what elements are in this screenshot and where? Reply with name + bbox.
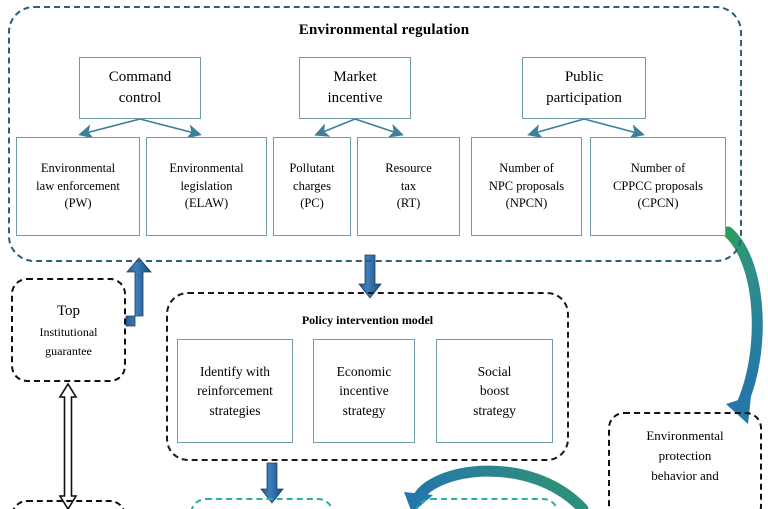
node-elaw-line2: legislation bbox=[180, 178, 233, 193]
top-institutional-guarantee-text: Top Institutional guarantee bbox=[11, 278, 126, 382]
node-identify-line3: strategies bbox=[209, 402, 261, 418]
arrow-guarantee-bidirectional bbox=[58, 382, 78, 509]
node-public-participation-line2: participation bbox=[546, 90, 622, 106]
node-pw-abbrev: (PW) bbox=[64, 196, 92, 211]
env-behavior-line2: protection bbox=[658, 448, 712, 464]
node-elaw-abbrev: (ELAW) bbox=[184, 196, 229, 211]
policy-intervention-model-title: Policy intervention model bbox=[301, 313, 434, 327]
node-social-line2: boost bbox=[479, 383, 510, 399]
node-elaw-line1: Environmental bbox=[169, 160, 244, 175]
node-command-control-line2: control bbox=[118, 90, 162, 106]
environmental-regulation-title: Environmental regulation bbox=[298, 22, 470, 38]
node-npcn-abbrev: (NPCN) bbox=[505, 196, 548, 211]
node-pc-line1: Pollutant bbox=[289, 160, 335, 175]
node-pw-line1: Environmental bbox=[40, 160, 116, 175]
node-public-participation-line1: Public bbox=[564, 68, 604, 85]
node-rt-abbrev: (RT) bbox=[396, 196, 421, 211]
bottom-mid-right-partial-box[interactable] bbox=[415, 498, 559, 509]
node-identify-line2: reinforcement bbox=[197, 383, 273, 399]
node-npc-proposals[interactable]: Number of NPC proposals (NPCN) bbox=[471, 137, 582, 236]
node-identify-line1: Identify with bbox=[199, 364, 271, 380]
bottom-left-partial-box[interactable] bbox=[11, 500, 126, 509]
node-npcn-line2: NPC proposals bbox=[488, 178, 565, 193]
node-economic-incentive-strategy[interactable]: Economic incentive strategy bbox=[313, 339, 415, 443]
node-market-incentive[interactable]: Market incentive bbox=[299, 57, 411, 119]
top-guarantee-line1: Top bbox=[56, 302, 81, 319]
curve-regulation-to-env-behavior bbox=[722, 226, 763, 424]
node-rt-line1: Resource bbox=[385, 160, 432, 175]
node-pc-line2: charges bbox=[293, 178, 331, 193]
node-economic-line1: Economic bbox=[336, 364, 392, 380]
node-economic-line2: incentive bbox=[339, 383, 389, 399]
top-guarantee-line2: Institutional bbox=[39, 325, 98, 340]
node-rt-line2: tax bbox=[400, 178, 417, 193]
node-environmental-law-enforcement[interactable]: Environmental law enforcement (PW) bbox=[16, 137, 140, 236]
arrow-policy-to-bottom bbox=[260, 462, 284, 504]
node-environmental-legislation[interactable]: Environmental legislation (ELAW) bbox=[146, 137, 267, 236]
node-market-incentive-line2: incentive bbox=[327, 90, 383, 106]
node-command-control[interactable]: Command control bbox=[79, 57, 201, 119]
top-institutional-guarantee-box[interactable] bbox=[11, 278, 126, 382]
environmental-protection-behavior-text: Environmental protection behavior and bbox=[608, 412, 762, 509]
node-pc-abbrev: (PC) bbox=[300, 196, 324, 211]
node-npcn-line1: Number of bbox=[499, 160, 554, 175]
node-public-participation[interactable]: Public participation bbox=[522, 57, 646, 119]
env-behavior-line1: Environmental bbox=[646, 428, 724, 443]
node-social-line3: strategy bbox=[473, 402, 516, 418]
node-cpcn-line1: Number of bbox=[630, 160, 686, 175]
node-command-control-line1: Command bbox=[108, 68, 172, 85]
node-cppcc-proposals[interactable]: Number of CPPCC proposals (CPCN) bbox=[590, 137, 726, 236]
node-social-line1: Social bbox=[477, 364, 512, 380]
node-pollutant-charges[interactable]: Pollutant charges (PC) bbox=[273, 137, 351, 236]
node-economic-line3: strategy bbox=[342, 402, 386, 418]
node-resource-tax[interactable]: Resource tax (RT) bbox=[357, 137, 460, 236]
node-cpcn-abbrev: (CPCN) bbox=[637, 196, 679, 211]
node-cpcn-line2: CPPCC proposals bbox=[613, 178, 703, 193]
policy-intervention-model-container bbox=[166, 292, 569, 461]
node-identify-with-reinforcement-strategies[interactable]: Identify with reinforcement strategies bbox=[177, 339, 293, 443]
bottom-mid-left-partial-box[interactable] bbox=[190, 498, 334, 509]
node-social-boost-strategy[interactable]: Social boost strategy bbox=[436, 339, 553, 443]
arrow-guarantee-to-regulation bbox=[125, 257, 152, 327]
env-behavior-line3: behavior and bbox=[651, 468, 719, 484]
node-pw-line2: law enforcement bbox=[36, 178, 120, 193]
top-guarantee-line3: guarantee bbox=[45, 343, 92, 358]
node-market-incentive-line1: Market bbox=[333, 68, 377, 85]
environmental-regulation-container bbox=[8, 6, 742, 262]
environmental-protection-behavior-box[interactable] bbox=[608, 412, 762, 509]
